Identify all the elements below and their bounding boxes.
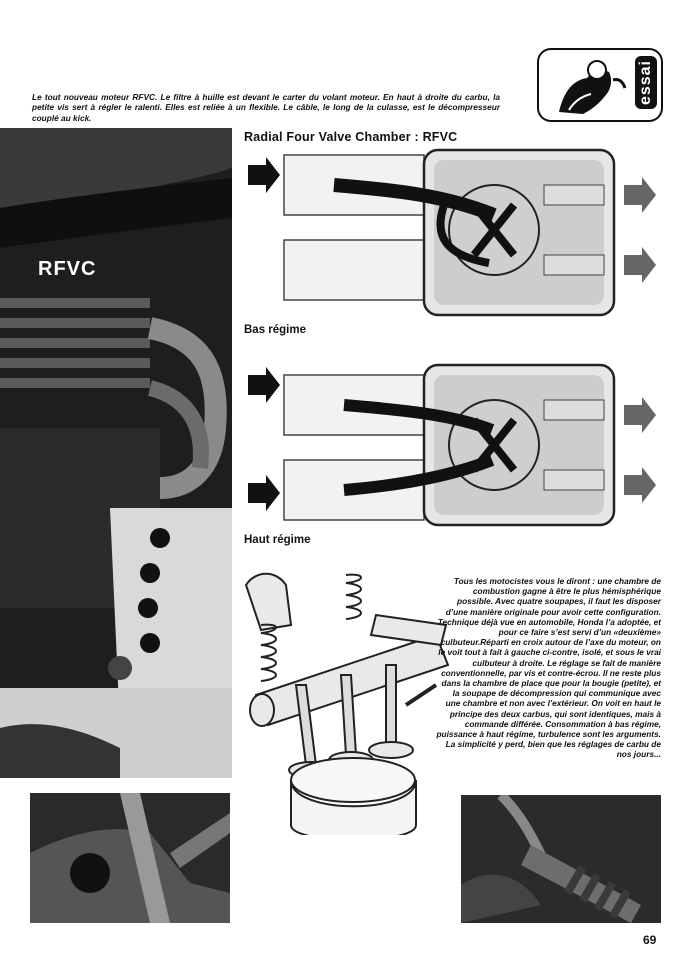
exhaust-arrow-icon: [624, 177, 656, 213]
article-paragraph: Tous les motocistes vous le diront : une…: [436, 576, 661, 760]
article-body: Tous les motocistes vous le diront : une…: [436, 576, 661, 760]
engine-photo: RFVC: [0, 128, 232, 778]
intake-arrow-icon: [248, 367, 280, 403]
exhaust-arrow-icon: [624, 467, 656, 503]
low-rpm-label: Bas régime: [244, 324, 307, 336]
valve-train-illustration: [236, 565, 486, 841]
throttle-grip-photo: [461, 795, 661, 923]
rider-illustration: [559, 60, 627, 114]
exhaust-arrow-icon: [624, 247, 656, 283]
low-rpm-diagram: [244, 145, 664, 325]
essai-logo: essai: [537, 48, 663, 122]
high-rpm-label: Haut régime: [244, 534, 311, 546]
intake-arrow-icon: [248, 475, 280, 511]
rfvc-engine-label: RFVC: [38, 258, 97, 280]
logo-wordmark: essai: [635, 56, 657, 110]
exhaust-arrow-icon: [624, 397, 656, 433]
photo-caption: Le tout nouveau moteur RFVC. Le filtre à…: [32, 92, 500, 123]
diagram-title: Radial Four Valve Chamber : RFVC: [244, 130, 458, 144]
intake-arrow-icon: [248, 157, 280, 193]
page-number: 69: [643, 933, 657, 947]
kick-starter-photo: [30, 793, 230, 923]
high-rpm-diagram: [244, 355, 664, 535]
